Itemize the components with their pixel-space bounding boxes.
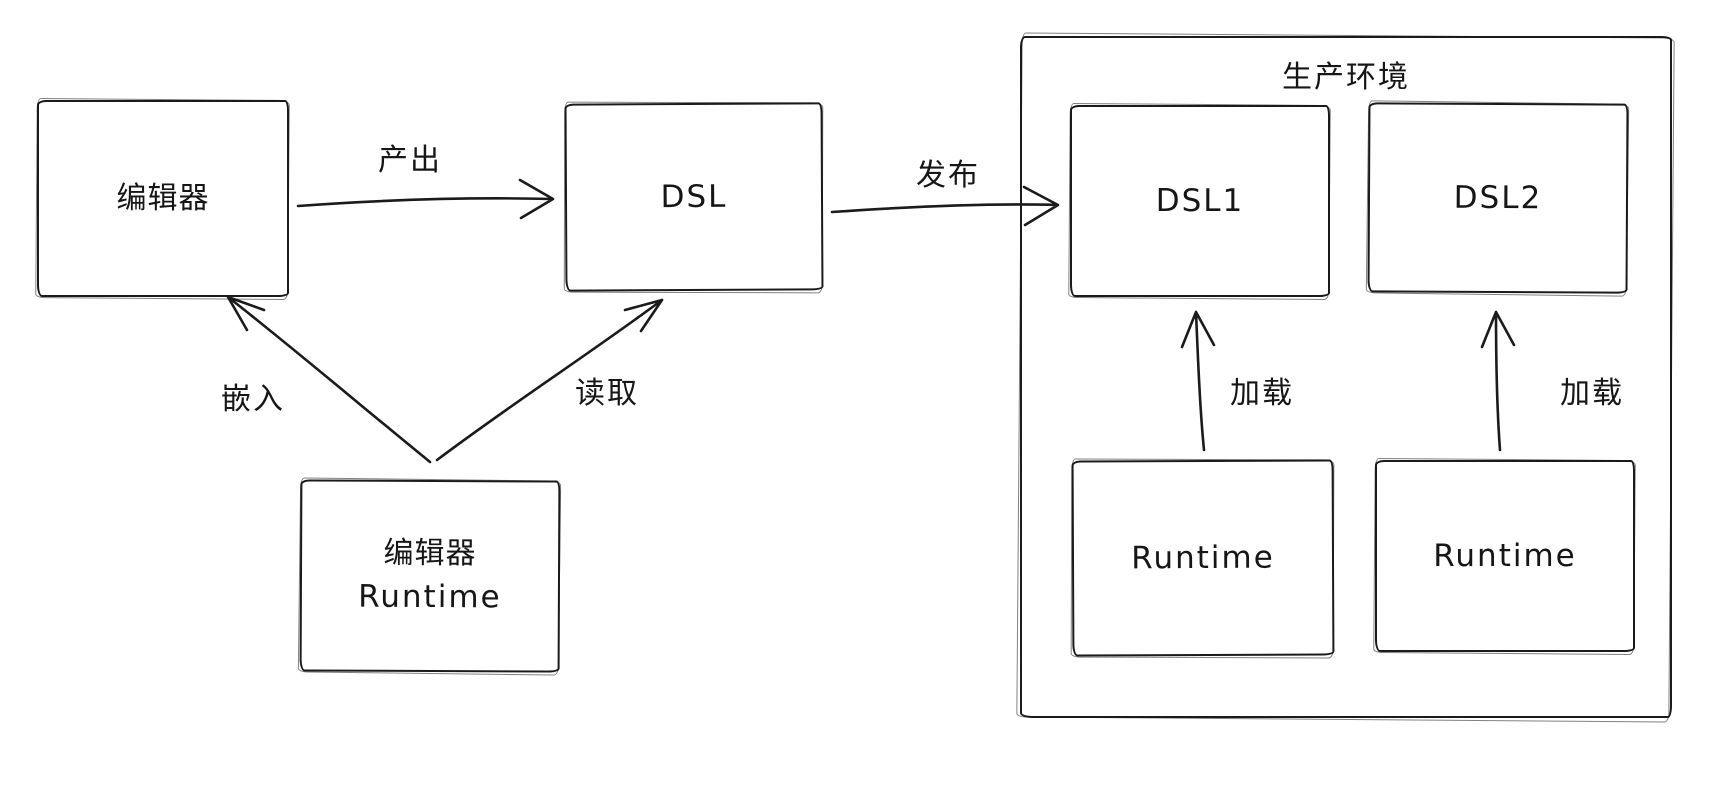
edge-label-publish: 发布 — [912, 150, 984, 194]
edge-label-read: 读取 — [571, 368, 643, 412]
edge-label-embed: 嵌入 — [217, 374, 289, 418]
node-dsl2: DSL2 — [1367, 102, 1629, 294]
production-env-title: 生产环境 — [1282, 60, 1410, 95]
node-runtime2: Runtime — [1375, 460, 1635, 652]
container-production-env: 生产环境 — [1020, 36, 1672, 718]
node-editor-runtime-label-line2: Runtime — [358, 578, 502, 616]
edge-label-load1: 加载 — [1226, 368, 1298, 412]
edge-label-load2: 加载 — [1556, 368, 1628, 412]
node-editor-label: 编辑器 — [116, 180, 210, 216]
node-runtime2-label: Runtime — [1433, 537, 1577, 574]
node-editor-runtime-label-line1: 编辑器 — [383, 535, 477, 571]
node-dsl1: DSL1 — [1070, 105, 1330, 297]
edge-label-produce: 产出 — [374, 135, 446, 179]
node-dsl: DSL — [564, 102, 824, 292]
node-runtime1-label: Runtime — [1131, 539, 1275, 576]
node-dsl2-label: DSL2 — [1453, 179, 1543, 216]
node-dsl1-label: DSL1 — [1155, 182, 1245, 219]
node-runtime1: Runtime — [1071, 459, 1335, 657]
node-editor: 编辑器 — [37, 100, 289, 297]
node-editor-runtime: 编辑器 Runtime — [299, 479, 561, 673]
node-dsl-label: DSL — [660, 178, 728, 215]
arrow-produce — [296, 178, 555, 220]
